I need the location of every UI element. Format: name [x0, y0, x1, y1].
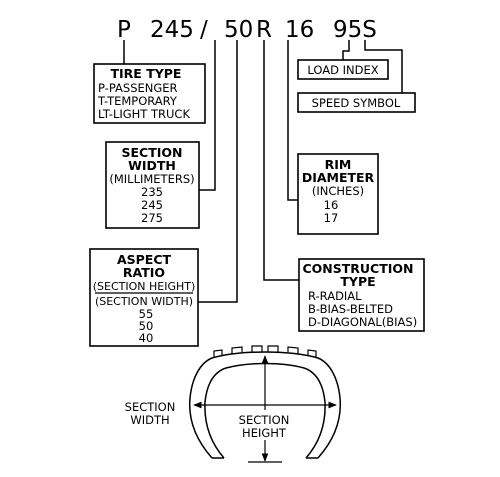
tire-cross-section: SECTION WIDTH SECTION HEIGHT: [125, 345, 342, 463]
construction-type-line: D-DIAGONAL(BIAS): [308, 315, 417, 329]
speed-symbol-box: SPEED SYMBOL: [297, 92, 416, 113]
tire-type-box: TIRE TYPE P-PASSENGER T-TEMPORARY LT-LIG…: [93, 63, 206, 124]
code-rim-diameter: 16: [285, 17, 314, 43]
rim-diameter-frame: [297, 153, 379, 235]
section-width-value: 235: [141, 185, 163, 199]
section-height-label: HEIGHT: [242, 426, 287, 440]
construction-type-title: CONSTRUCTION: [302, 261, 413, 276]
tire-type-line: P-PASSENGER: [98, 81, 178, 95]
aspect-ratio-frame: [89, 248, 199, 347]
rim-diameter-title: DIAMETER: [302, 170, 375, 185]
tire-type-line: LT-LIGHT TRUCK: [98, 107, 190, 121]
construction-type-box: CONSTRUCTION TYPE R-RADIAL B-BIAS-BELTED…: [298, 258, 425, 332]
aspect-ratio-box: ASPECT RATIO (SECTION HEIGHT) (SECTION W…: [89, 248, 199, 347]
load-index-label: LOAD INDEX: [307, 63, 378, 77]
tire-outer-outline: [188, 351, 342, 459]
aspect-ratio-value: 40: [139, 331, 154, 345]
rim-diameter-value: 16: [324, 198, 339, 212]
aspect-ratio-title: ASPECT: [117, 252, 172, 267]
leader-section-width: [199, 40, 216, 191]
leader-construction: [263, 40, 299, 281]
rim-diameter-unit: (INCHES): [312, 184, 364, 198]
section-width-label: WIDTH: [130, 413, 169, 427]
section-width-label: SECTION: [125, 400, 176, 414]
section-width-title: WIDTH: [128, 158, 176, 173]
speed-symbol-label: SPEED SYMBOL: [312, 96, 401, 110]
aspect-ratio-denominator: (SECTION WIDTH): [95, 295, 193, 308]
speed-symbol-frame: [297, 92, 416, 113]
section-width-box: SECTION WIDTH (MILLIMETERS) 235 245 275: [105, 141, 200, 229]
tread-blocks: [213, 345, 317, 357]
rim-diameter-title: RIM: [325, 157, 352, 172]
code-aspect-ratio: 50: [224, 17, 253, 43]
section-width-title: SECTION: [122, 145, 183, 160]
construction-type-line: B-BIAS-BELTED: [308, 302, 393, 316]
aspect-ratio-title: RATIO: [123, 265, 165, 280]
section-width-frame: [105, 141, 200, 229]
section-width-value: 245: [141, 198, 163, 212]
rim-diameter-value: 17: [324, 211, 339, 225]
rim-diameter-box: RIM DIAMETER (INCHES) 16 17: [297, 153, 379, 235]
load-index-frame: [297, 59, 389, 80]
tire-code: P 245 / 50 R 16 95S: [117, 17, 377, 43]
section-width-value: 275: [141, 211, 163, 225]
code-section-width: 245: [150, 17, 194, 43]
tire-type-frame: [93, 63, 206, 124]
construction-type-frame: [298, 258, 425, 332]
tire-type-line: T-TEMPORARY: [97, 94, 178, 108]
aspect-ratio-value: 55: [139, 307, 154, 321]
code-slash: /: [200, 17, 208, 43]
construction-type-line: R-RADIAL: [308, 289, 362, 303]
section-width-unit: (MILLIMETERS): [109, 172, 194, 186]
load-index-box: LOAD INDEX: [297, 59, 389, 80]
aspect-ratio-value: 50: [139, 319, 154, 333]
tire-type-title: TIRE TYPE: [111, 66, 182, 81]
code-type-letter: P: [117, 17, 131, 43]
leader-lines: [123, 40, 403, 303]
leader-rim-diameter: [287, 40, 298, 201]
code-construction: R: [256, 17, 272, 43]
code-service: 95S: [333, 17, 377, 43]
leader-aspect-ratio: [198, 40, 238, 303]
construction-type-title: TYPE: [340, 274, 375, 289]
height-label-backdrop: [232, 410, 296, 440]
section-height-label: SECTION: [239, 413, 290, 427]
aspect-ratio-numerator: (SECTION HEIGHT): [93, 280, 196, 293]
leader-load-index: [342, 40, 350, 60]
